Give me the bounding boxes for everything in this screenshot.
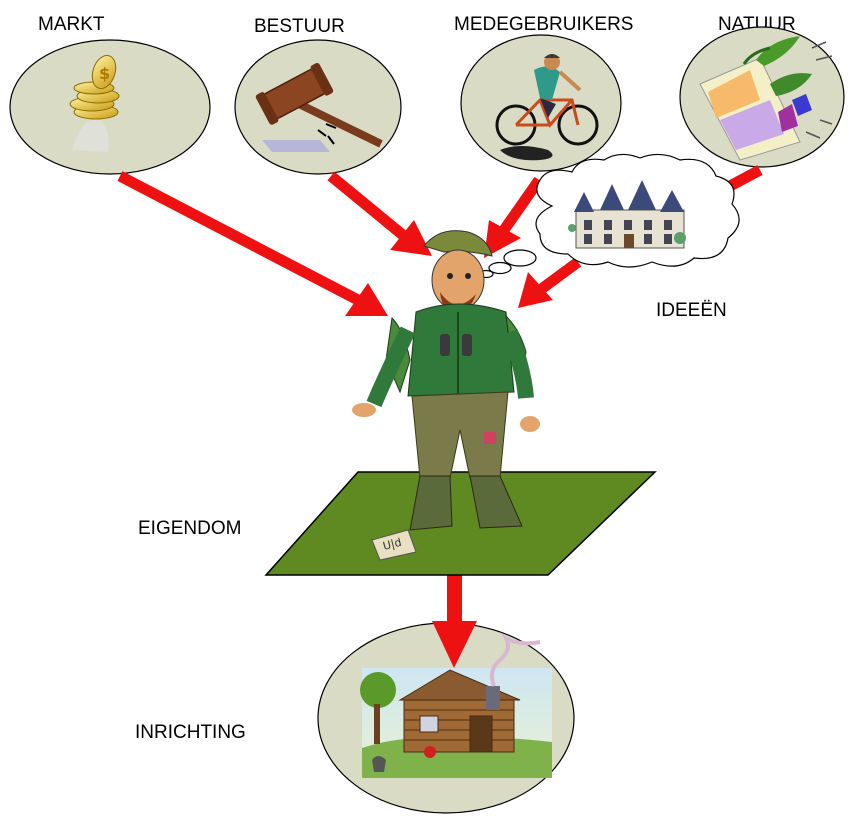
coins-icon: $ (69, 54, 120, 152)
castle-icon (568, 180, 686, 249)
svg-text:$: $ (99, 64, 110, 83)
nature-collage-icon (699, 36, 833, 161)
label-medegebruikers: MEDEGEBRUIKERS (454, 14, 633, 35)
log-cabin-icon (360, 632, 552, 778)
green-field (264, 471, 657, 576)
label-inrichting: INRICHTING (135, 722, 246, 743)
arrow-bestuur (327, 171, 432, 256)
oval-natuur (679, 26, 845, 168)
cyclist-icon (495, 54, 599, 161)
arrow-down-inrichting (432, 575, 477, 668)
oval-markt: $ (9, 39, 211, 175)
label-eigendom: EIGENDOM (138, 518, 241, 539)
thought-cloud (478, 153, 740, 279)
gavel-icon (255, 63, 383, 152)
hiker-figure: U|d (352, 230, 540, 561)
svg-text:U|d: U|d (382, 536, 403, 553)
arrow-ideeen (518, 257, 582, 308)
arrow-natuur (727, 165, 763, 191)
oval-inrichting (317, 622, 575, 814)
label-bestuur: BESTUUR (254, 16, 345, 37)
oval-bestuur (234, 39, 402, 175)
arrow-medegebruikers (484, 176, 544, 258)
label-markt: MARKT (38, 14, 105, 35)
arrow-markt (117, 171, 388, 316)
label-ideeen: IDEEËN (656, 300, 727, 321)
oval-medegebruikers (460, 34, 622, 172)
